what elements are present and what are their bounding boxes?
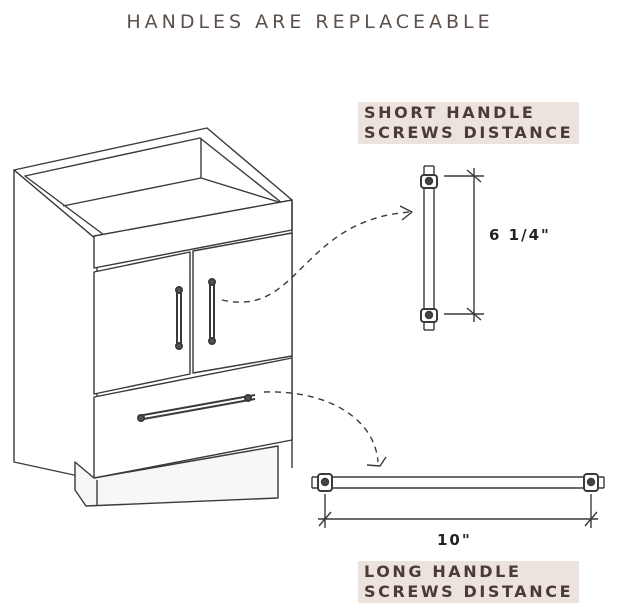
long-handle-label-line2: SCREWS DISTANCE	[364, 582, 574, 601]
page-title: HANDLES ARE REPLACEABLE	[126, 11, 494, 33]
door-handle-right	[208, 278, 216, 345]
long-handle-label-line1: LONG HANDLE	[364, 562, 522, 581]
short-handle-detail	[420, 165, 484, 331]
drawer-handle	[137, 394, 256, 422]
short-handle-label-line1: SHORT HANDLE	[364, 103, 536, 122]
long-handle-measurement: 10"	[437, 531, 472, 549]
short-handle-label: SHORT HANDLE SCREWS DISTANCE	[358, 102, 580, 144]
door-handle-left	[175, 286, 183, 350]
short-handle-label-line2: SCREWS DISTANCE	[364, 123, 574, 142]
long-handle-label: LONG HANDLE SCREWS DISTANCE	[358, 561, 580, 603]
long-handle-connector	[263, 391, 379, 463]
long-handle-detail	[311, 473, 605, 528]
short-handle-measurement: 6 1/4"	[489, 226, 551, 244]
short-handle-connector	[221, 211, 411, 303]
vanity-cabinet	[13, 127, 293, 507]
